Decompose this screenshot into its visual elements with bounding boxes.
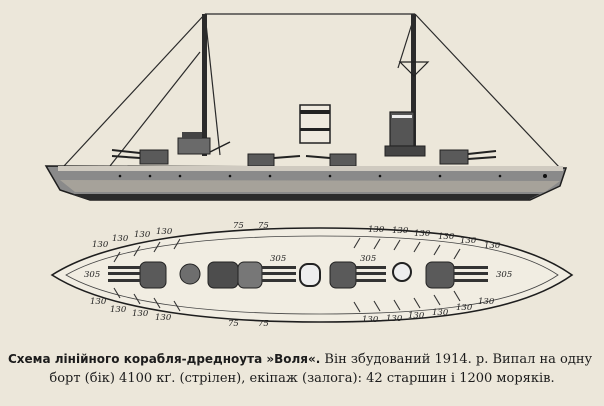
deck-plan: 130 130 130 130 75 75 130 130 130 130 13… (50, 221, 574, 329)
label-305: 305 (270, 254, 286, 264)
label-130: 130 (408, 311, 425, 321)
turret-1 (108, 261, 167, 289)
turret-2 (207, 261, 296, 289)
label-305: 305 (84, 270, 100, 280)
label-75: 75 (228, 319, 239, 329)
fore-bridge (177, 137, 211, 155)
label-130: 130 (414, 229, 431, 239)
funnel-plan (299, 263, 321, 287)
label-130: 130 (155, 313, 172, 323)
side-view (44, 13, 568, 201)
label-130: 130 (386, 314, 403, 324)
mast-top-mark (398, 61, 430, 77)
turret-4 (425, 261, 488, 289)
plan-turrets (108, 261, 488, 289)
turret-3 (329, 261, 386, 289)
side-turrets (111, 149, 497, 167)
label-130: 130 (92, 240, 109, 250)
label-130: 130 (112, 234, 129, 244)
aft-bridge (384, 145, 426, 157)
label-130: 130 (438, 232, 455, 242)
caption: Схема лінійного корабля-дредноута »Воля«… (8, 350, 596, 388)
fore-mast (202, 14, 207, 156)
label-130: 130 (368, 225, 385, 235)
label-130: 130 (432, 308, 449, 318)
portholes (118, 174, 547, 178)
label-130: 130 (134, 230, 151, 240)
rigging (63, 13, 561, 169)
label-130: 130 (110, 305, 127, 315)
label-75: 75 (233, 221, 244, 231)
fore-tower-plan (179, 263, 201, 285)
label-130: 130 (478, 297, 495, 307)
label-305: 305 (360, 254, 376, 264)
caption-title: Схема лінійного корабля-дредноута »Воля«… (8, 352, 321, 366)
armor-hatch (113, 237, 461, 313)
label-75: 75 (258, 319, 269, 329)
label-130: 130 (456, 303, 473, 313)
label-130: 130 (156, 227, 173, 237)
waterline-belt (70, 194, 540, 200)
caption-text: Він збудований 1914. р. Випал на одну (320, 352, 593, 367)
battleship-diagram: 130 130 130 130 75 75 130 130 130 130 13… (44, 13, 574, 329)
label-75: 75 (258, 221, 269, 231)
plan-labels: 130 130 130 130 75 75 130 130 130 130 13… (84, 221, 512, 329)
caption-line-1: Схема лінійного корабля-дредноута »Воля«… (8, 350, 596, 369)
label-130: 130 (362, 315, 379, 325)
caption-line-2: борт (бік) 4100 кґ. (стрілен), екіпаж (з… (49, 371, 555, 386)
label-305: 305 (496, 270, 512, 280)
main-mast (411, 14, 416, 149)
label-130: 130 (90, 297, 107, 307)
label-130: 130 (392, 226, 409, 236)
label-130: 130 (460, 236, 477, 246)
label-130: 130 (484, 241, 501, 251)
label-130: 130 (132, 309, 149, 319)
aft-funnel-plan (392, 262, 412, 282)
